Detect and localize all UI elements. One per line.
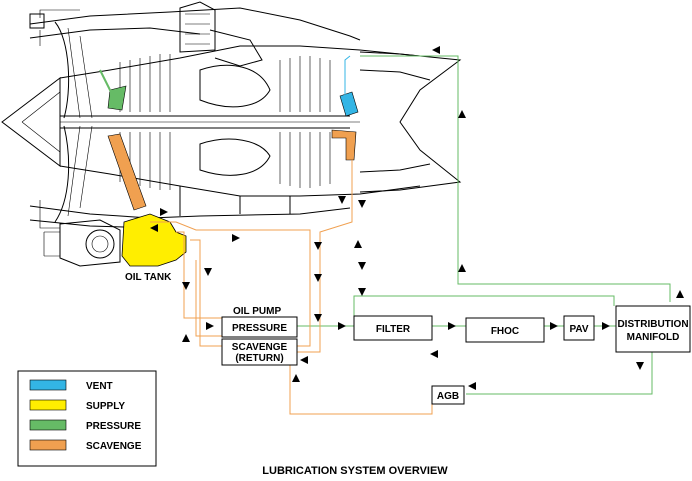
- legend-label-supply: SUPPLY: [86, 401, 125, 412]
- legend-item-vent: VENT: [29, 379, 113, 392]
- oil-pump-label: OIL PUMP: [233, 306, 281, 317]
- fhoc-box: FHOC: [465, 317, 545, 343]
- agb-box-label: AGB: [437, 391, 459, 402]
- flow-arrows: [150, 46, 684, 390]
- arrow-up: [354, 240, 362, 248]
- vent-path-engine: [339, 91, 359, 117]
- arrow-right: [602, 322, 610, 330]
- legend: VENT SUPPLY PRESSURE SCAVENGE: [17, 370, 157, 467]
- legend-item-pressure: PRESSURE: [29, 419, 141, 432]
- arrow-right: [338, 322, 346, 330]
- scavenge-box-label-2: (RETURN): [235, 353, 283, 364]
- arrow-down: [358, 200, 366, 208]
- pressure-path-engine: [107, 85, 127, 111]
- pressure-box: PRESSURE: [221, 316, 298, 338]
- arrow-down: [358, 262, 366, 270]
- legend-swatch-scavenge: [29, 439, 67, 451]
- arrow-left: [300, 356, 308, 364]
- arrow-right: [206, 322, 214, 330]
- scavenge-box-label-1: SCAVENGE: [232, 342, 288, 353]
- legend-swatch-pressure: [29, 419, 67, 431]
- arrow-up: [292, 374, 300, 382]
- arrow-down: [358, 288, 366, 296]
- arrow-up: [182, 334, 190, 342]
- pressure-line-up: [353, 295, 615, 326]
- oil-tank-shape: [121, 213, 187, 267]
- arrow-left: [468, 382, 476, 390]
- arrow-down: [636, 362, 644, 370]
- arrow-right: [448, 322, 456, 330]
- scavenge-line-pump: [176, 231, 222, 337]
- agb-box: AGB: [431, 385, 465, 405]
- arrow-up: [458, 264, 466, 272]
- manifold-box-label-1: DISTRIBUTION: [617, 319, 688, 330]
- legend-item-supply: SUPPLY: [29, 399, 125, 412]
- filter-box-label: FILTER: [376, 324, 411, 335]
- scavenge-line-agb: [289, 364, 433, 415]
- arrow-left: [150, 224, 158, 232]
- arrow-down: [182, 282, 190, 290]
- legend-swatch-vent: [29, 379, 67, 391]
- arrow-down: [338, 196, 346, 204]
- arrow-down: [314, 274, 322, 282]
- arrow-down: [204, 268, 212, 276]
- distribution-manifold-box: DISTRIBUTION MANIFOLD: [615, 305, 691, 353]
- legend-swatch-supply: [29, 399, 67, 411]
- arrow-right: [550, 322, 558, 330]
- scavenge-line-engine: [297, 160, 353, 353]
- legend-label-pressure: PRESSURE: [86, 421, 141, 432]
- arrow-down: [314, 242, 322, 250]
- scavenge-box: SCAVENGE (RETURN): [221, 338, 298, 366]
- pav-box: PAV: [563, 315, 595, 341]
- scavenge-line-tank: [150, 221, 311, 347]
- pressure-line-return: [360, 55, 671, 302]
- scavenge-path-engine: [331, 129, 357, 161]
- legend-label-vent: VENT: [86, 381, 113, 392]
- arrow-up: [676, 290, 684, 298]
- oil-tank-label: OIL TANK: [125, 272, 172, 283]
- scavenge-strut: [107, 133, 147, 211]
- diagram-title: LUBRICATION SYSTEM OVERVIEW: [262, 465, 448, 477]
- arrow-left: [430, 350, 438, 358]
- pressure-line-agb: [466, 352, 653, 395]
- legend-item-scavenge: SCAVENGE: [29, 439, 142, 452]
- pressure-box-label: PRESSURE: [232, 323, 287, 334]
- pav-box-label: PAV: [569, 324, 588, 335]
- arrow-right: [160, 208, 168, 216]
- legend-label-scavenge: SCAVENGE: [86, 441, 142, 452]
- engine-oil-paths: [99, 55, 359, 267]
- fhoc-box-label: FHOC: [491, 326, 519, 337]
- arrow-up: [458, 110, 466, 118]
- arrow-down: [314, 314, 322, 322]
- filter-box: FILTER: [353, 315, 433, 341]
- scavenge-line-left: [190, 239, 222, 347]
- arrow-left: [432, 46, 440, 54]
- arrow-right: [232, 234, 240, 242]
- engine-cross-section: [1, 1, 462, 267]
- plumbing-lines: [150, 55, 671, 415]
- manifold-box-label-2: MANIFOLD: [627, 332, 680, 343]
